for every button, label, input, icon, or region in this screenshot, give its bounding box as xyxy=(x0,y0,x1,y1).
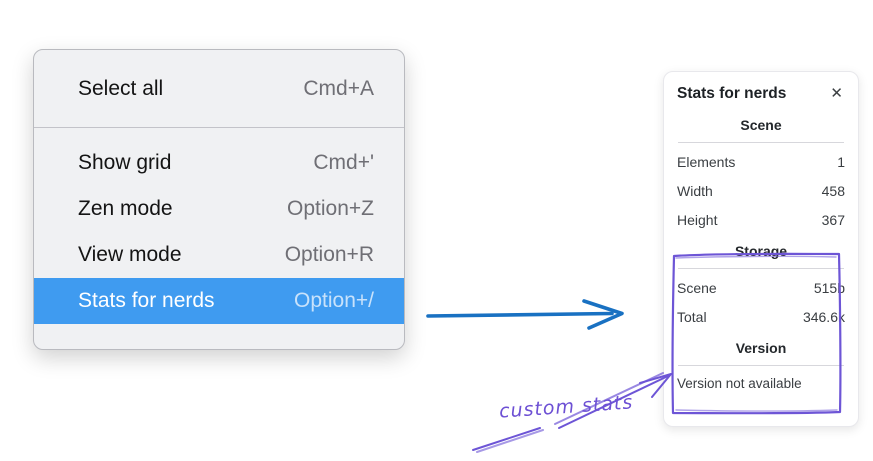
menu-item-shortcut: Option+/ xyxy=(294,289,374,312)
menu-item-label: Stats for nerds xyxy=(78,289,215,312)
menu-item-zen-mode[interactable]: Zen mode Option+Z xyxy=(34,186,404,232)
menu-item-label: Zen mode xyxy=(78,197,173,220)
stat-row-width: Width 458 xyxy=(677,177,845,206)
scene-section-heading: Scene xyxy=(740,117,782,133)
menu-item-label: Show grid xyxy=(78,151,172,174)
menu-item-select-all[interactable]: Select all Cmd+A xyxy=(34,50,404,127)
section-divider xyxy=(678,142,844,143)
menu-item-stats-for-nerds[interactable]: Stats for nerds Option+/ xyxy=(34,278,404,324)
stat-value: 1 xyxy=(837,154,845,170)
close-icon[interactable]: ✕ xyxy=(830,85,843,102)
blue-arrow xyxy=(426,299,624,330)
stats-panel: Stats for nerds ✕ Scene Elements 1 Width… xyxy=(663,71,859,427)
stat-value: 515b xyxy=(813,280,845,296)
stat-label: Scene xyxy=(677,280,717,296)
version-section-heading: Version xyxy=(735,340,787,356)
stat-label: Elements xyxy=(677,154,736,170)
storage-section-heading: Storage xyxy=(734,243,788,259)
stats-panel-header: Stats for nerds ✕ xyxy=(677,84,845,103)
stat-label: Height xyxy=(677,212,718,228)
custom-stats-annotation: custom stats xyxy=(498,391,634,423)
menu-item-shortcut: Cmd+' xyxy=(313,151,374,174)
scene-section: Scene Elements 1 Width 458 Height 367 xyxy=(677,117,845,235)
menu-item-shortcut: Option+Z xyxy=(287,197,374,220)
version-note: Version not available xyxy=(677,376,802,391)
stat-value: 458 xyxy=(821,183,845,199)
menu-item-shortcut: Cmd+A xyxy=(303,76,374,100)
menu-item-view-mode[interactable]: View mode Option+R xyxy=(34,232,404,278)
context-menu: Select all Cmd+A Show grid Cmd+' Zen mod… xyxy=(33,49,405,350)
stat-row-total-storage: Total 346.6k xyxy=(677,303,845,332)
stat-value: 346.6k xyxy=(802,309,845,325)
stat-label: Width xyxy=(677,183,713,199)
menu-divider xyxy=(34,127,404,128)
stat-value: 367 xyxy=(821,212,845,228)
stat-row-elements: Elements 1 xyxy=(677,148,845,177)
menu-item-show-grid[interactable]: Show grid Cmd+' xyxy=(34,140,404,186)
menu-item-label: Select all xyxy=(78,76,164,100)
stat-label: Total xyxy=(677,309,707,325)
stat-row-scene-storage: Scene 515b xyxy=(677,274,845,303)
menu-item-label: View mode xyxy=(78,243,182,266)
storage-section: Storage Scene 515b Total 346.6k xyxy=(677,243,845,332)
purple-underline-stroke xyxy=(472,427,544,453)
menu-item-shortcut: Option+R xyxy=(284,243,374,266)
version-section: Version Version not available xyxy=(677,340,845,395)
stats-panel-title: Stats for nerds xyxy=(677,84,787,102)
menu-spacer xyxy=(34,128,404,140)
stat-row-height: Height 367 xyxy=(677,206,845,235)
